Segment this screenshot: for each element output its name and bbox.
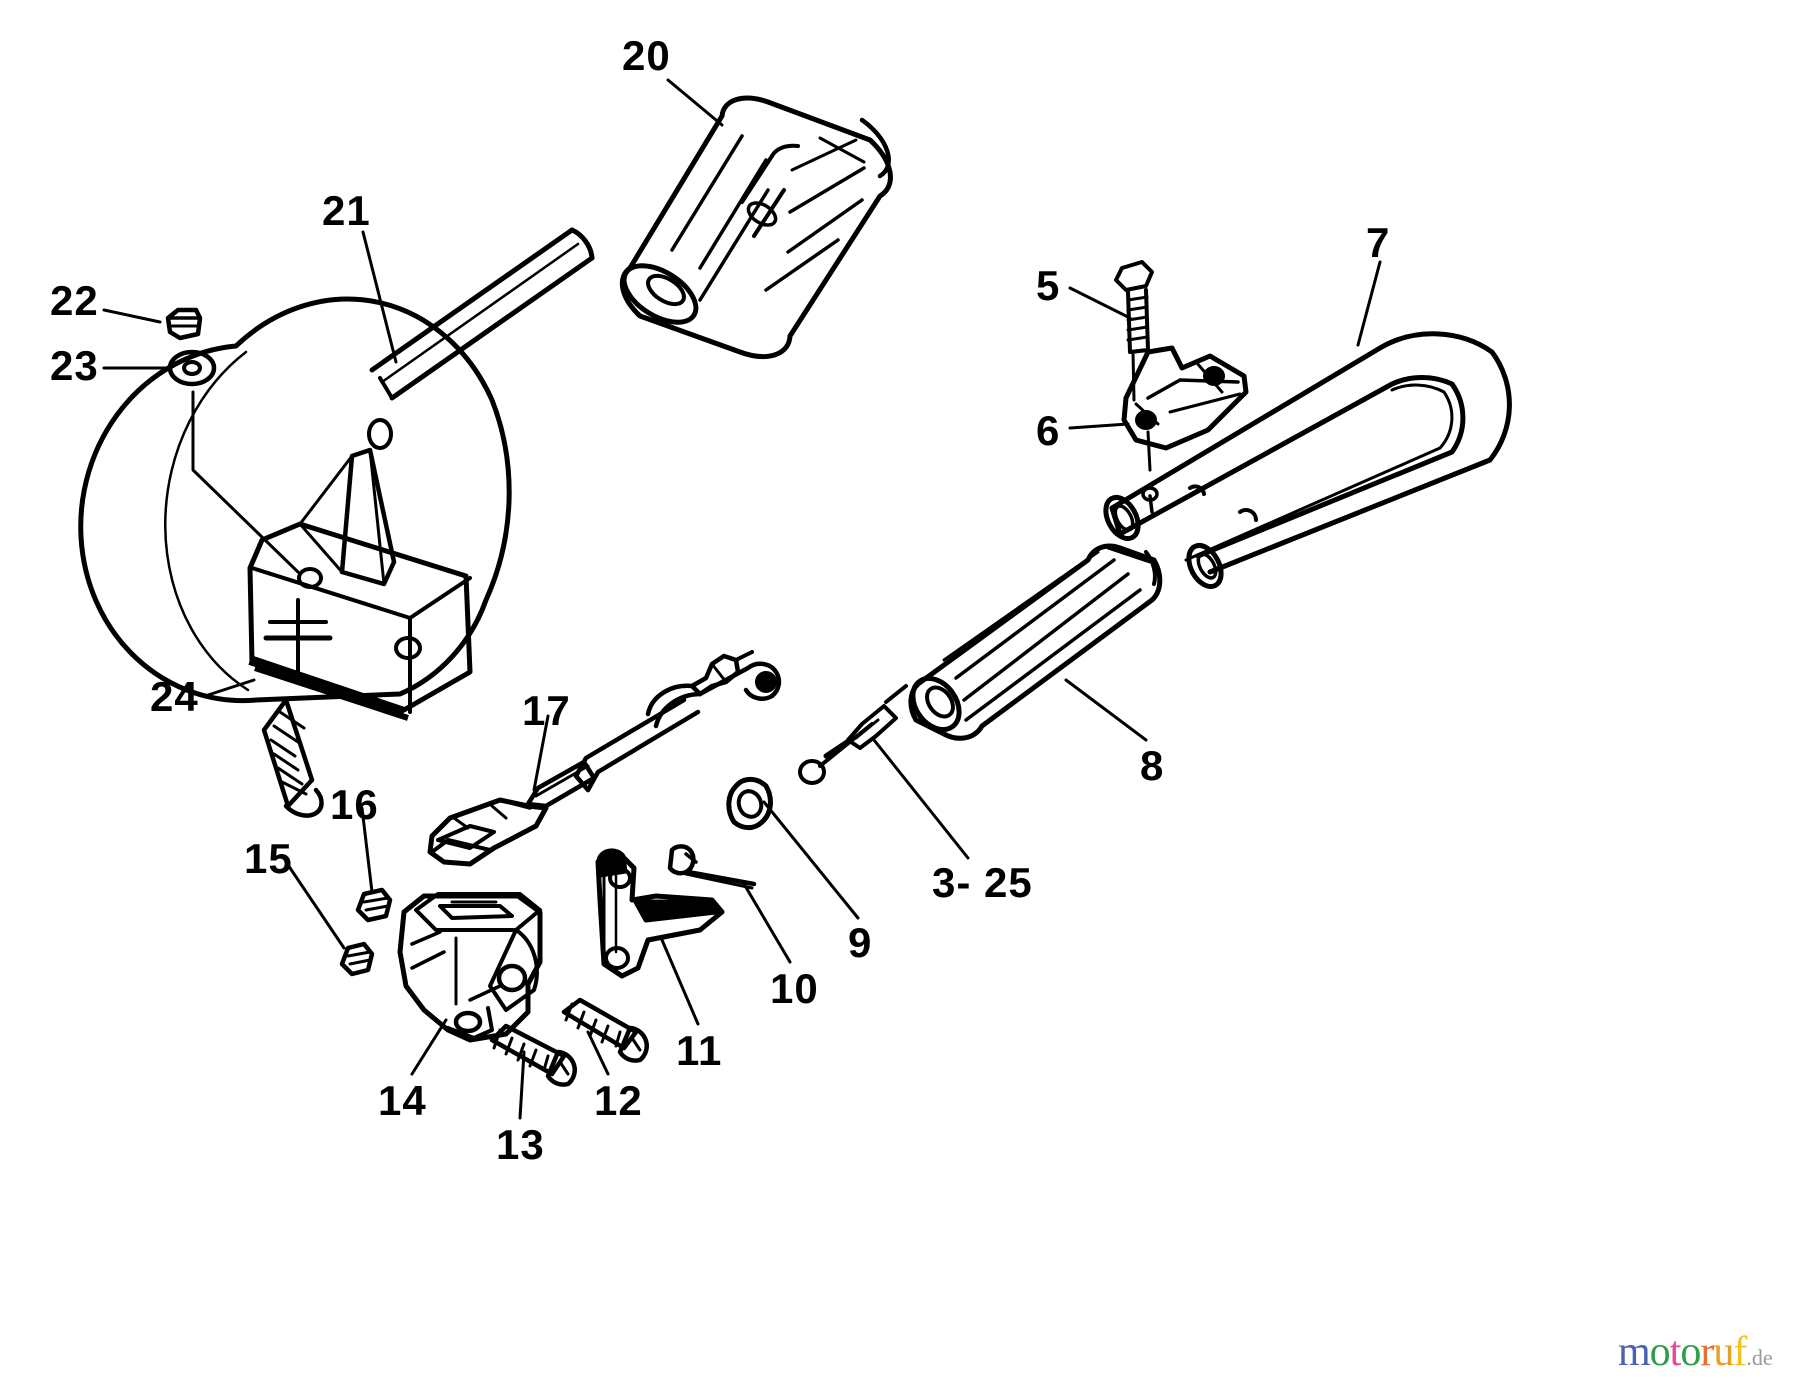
callout-label-13: 13 [496, 1121, 545, 1168]
watermark-letter-3: o [1680, 1329, 1701, 1375]
watermark-tld: .de [1746, 1345, 1773, 1370]
part-24-screw [261, 598, 333, 818]
callout-label-14: 14 [378, 1077, 427, 1124]
part-16-nut [355, 887, 393, 923]
part-10-pin [667, 844, 757, 890]
part-15-nut [339, 941, 375, 977]
part-9-grommet [726, 776, 773, 831]
watermark-letter-6: f [1733, 1329, 1747, 1375]
part-5-bolt [1114, 260, 1154, 402]
part-17-wire-connector [427, 650, 782, 867]
part-14-throttle-housing [397, 892, 543, 1043]
callout-label-15: 15 [244, 835, 293, 882]
part-shield-plate [78, 296, 512, 721]
callout-label-17: 17 [522, 687, 571, 734]
callout-label-23: 23 [50, 342, 99, 389]
watermark-letter-2: t [1669, 1329, 1682, 1375]
callout-label-6: 6 [1036, 407, 1061, 454]
part-11-throttle-lever [595, 848, 725, 979]
callout-label-21: 21 [322, 187, 371, 234]
callout-label-9: 9 [848, 919, 873, 966]
part-22-nut [165, 307, 203, 341]
part-23-washer [167, 349, 217, 387]
part-7-loop-handle [1103, 331, 1512, 590]
callout-label-8: 8 [1140, 742, 1165, 789]
callout-label-5: 5 [1036, 262, 1061, 309]
callout-label-12: 12 [594, 1077, 643, 1124]
part-6-clamp-bracket [1121, 345, 1249, 472]
part-3-25-throttle-cable [798, 684, 908, 785]
motoruf-watermark: motoruf.de [1618, 1328, 1773, 1376]
callout-label-22: 22 [50, 277, 99, 324]
part-20-grip [619, 95, 893, 359]
watermark-letter-1: o [1649, 1329, 1671, 1375]
callout-label-7: 7 [1366, 219, 1391, 266]
watermark-letter-5: u [1713, 1329, 1734, 1375]
watermark-letter-0: m [1618, 1329, 1651, 1375]
callout-label-10: 10 [770, 965, 819, 1012]
callout-label-11: 11 [676, 1027, 723, 1074]
callout-label-20: 20 [622, 32, 671, 79]
watermark-letter-4: r [1700, 1329, 1714, 1375]
callout-label-24: 24 [150, 673, 199, 720]
part-12-screw [561, 997, 649, 1063]
part-8-handle-grip [908, 543, 1163, 741]
callout-label-16: 16 [330, 781, 379, 828]
part-21-handlebar-tube [369, 227, 595, 401]
callout-leader-lines [102, 78, 1382, 1120]
callout-label-3-25: 3- 25 [932, 859, 1033, 906]
